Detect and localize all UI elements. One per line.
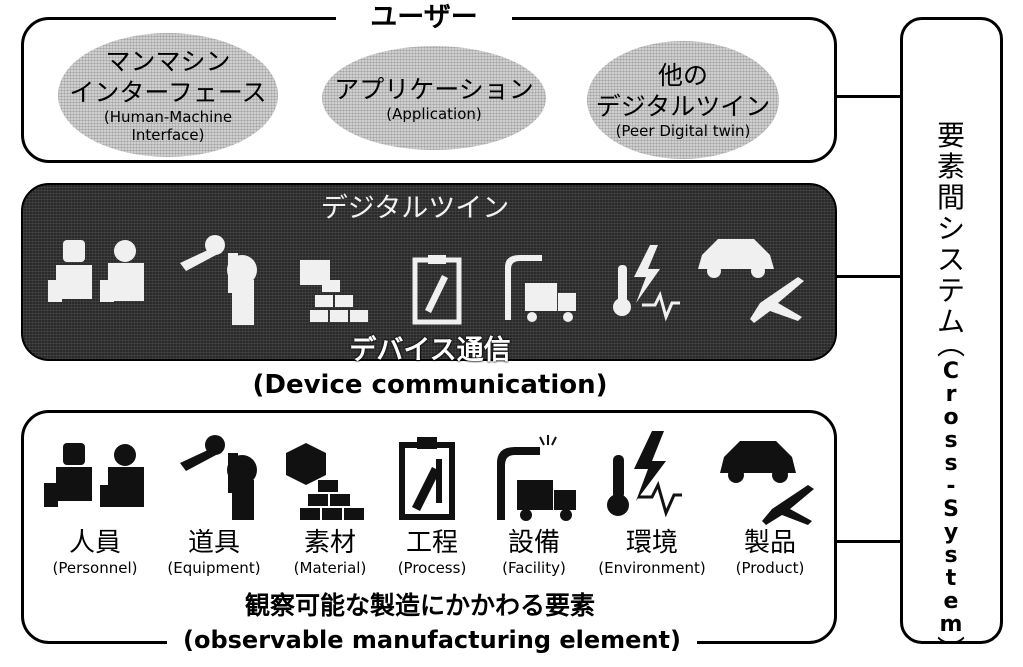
- digital-twin-icon-row: [48, 235, 804, 325]
- cross-system-jp-char: 間: [936, 181, 965, 214]
- peer-twin-label-jp-1: 他の: [657, 61, 708, 90]
- element-facility-en: (Facility): [502, 559, 566, 577]
- element-material: 素材 (Material): [280, 528, 380, 578]
- cross-system-en-char: t: [945, 566, 957, 591]
- digital-twin-title: デジタルツイン: [320, 193, 510, 224]
- device-communication-label-jp: デバイス通信: [349, 335, 511, 366]
- element-equipment-en: (Equipment): [167, 559, 261, 577]
- cross-system-jp-char: ム: [936, 305, 965, 338]
- facility-icon: [497, 435, 576, 521]
- environment-icon: [613, 245, 680, 322]
- application-label-en: (Application): [386, 104, 482, 123]
- element-product-jp: 製品: [743, 528, 796, 558]
- cross-system-en-char: m: [939, 612, 963, 637]
- cross-system-en-char: r: [945, 382, 957, 407]
- element-personnel-jp: 人員: [68, 528, 121, 558]
- hmi-label-jp-2: インターフェース: [69, 78, 267, 107]
- element-process-jp: 工程: [405, 528, 458, 558]
- application-ellipse: アプリケーション (Application): [322, 46, 546, 150]
- cross-system-close-paren: ︶: [936, 634, 965, 667]
- element-environment-jp: 環境: [625, 528, 678, 558]
- material-icon: [300, 260, 368, 322]
- element-product-en: (Product): [735, 559, 805, 577]
- product-icon: [698, 239, 804, 323]
- facility-icon: [505, 255, 576, 322]
- cross-system-jp-char: ス: [936, 243, 965, 276]
- cross-system-en-char: s: [944, 543, 958, 568]
- hmi-label-jp-1: マンマシン: [105, 47, 231, 76]
- hmi-label-en-2: Interface): [131, 126, 205, 144]
- cross-system-en-char: S: [943, 497, 959, 522]
- product-icon: [720, 441, 814, 525]
- clipboard-icon: [412, 255, 462, 325]
- environment-icon: [607, 431, 682, 518]
- elements-caption-jp: 観察可能な製造にかかわる要素: [244, 591, 595, 620]
- cross-system-jp-char: テ: [936, 274, 965, 307]
- digital-twin-box: [21, 183, 837, 361]
- user-box-title: ユーザー: [336, 3, 512, 33]
- cross-system-open-paren: ︵: [936, 328, 965, 361]
- connector-user: [837, 95, 901, 98]
- clipboard-icon: [399, 437, 455, 520]
- element-personnel: 人員 (Personnel): [40, 528, 150, 578]
- cross-system-en-char: s: [944, 451, 958, 476]
- peer-twin-label-jp-2: デジタルツイン: [595, 92, 771, 121]
- connector-digital-twin: [837, 275, 901, 278]
- material-icon: [286, 443, 364, 520]
- element-equipment-jp: 道具: [187, 528, 240, 558]
- connector-elements: [837, 540, 901, 543]
- cross-system-jp-char: 要: [936, 119, 965, 152]
- peer-twin-label-en: (Peer Digital twin): [615, 122, 751, 140]
- element-product: 製品 (Product): [718, 528, 822, 578]
- element-equipment: 道具 (Equipment): [154, 528, 274, 578]
- hmi-ellipse: マンマシン インターフェース (Human-Machine Interface): [58, 33, 278, 157]
- cross-system-jp-char: シ: [936, 212, 965, 245]
- element-personnel-en: (Personnel): [52, 559, 138, 577]
- robot-arm-icon: [180, 435, 257, 520]
- robot-arm-icon: [180, 235, 257, 325]
- cross-system-en-char: y: [943, 520, 959, 545]
- cross-system-en-char: o: [943, 405, 959, 430]
- personnel-icon: [44, 443, 144, 507]
- peer-twin-ellipse: 他の デジタルツイン (Peer Digital twin): [587, 41, 779, 159]
- cross-system-en-char: C: [942, 359, 960, 384]
- element-material-en: (Material): [293, 559, 367, 577]
- cross-system-box: [900, 17, 1003, 644]
- element-material-jp: 素材: [303, 528, 356, 558]
- element-environment-en: (Environment): [598, 559, 706, 577]
- hmi-label-en-1: (Human-Machine: [103, 108, 233, 126]
- cross-system-en-char: -: [946, 474, 956, 499]
- elements-icon-row: [44, 431, 814, 525]
- personnel-icon: [48, 240, 144, 302]
- element-process-en: (Process): [397, 559, 467, 577]
- device-communication-label-en: (Device communication): [252, 370, 608, 400]
- element-facility-jp: 設備: [507, 528, 560, 558]
- application-label-jp: アプリケーション: [334, 74, 534, 104]
- element-process: 工程 (Process): [384, 528, 480, 578]
- element-facility: 設備 (Facility): [486, 528, 582, 578]
- elements-caption-en: (observable manufacturing element): [167, 625, 697, 655]
- cross-system-jp-char: 素: [936, 150, 965, 183]
- cross-system-en-char: s: [944, 428, 958, 453]
- cross-system-en-char: e: [943, 589, 959, 614]
- element-environment: 環境 (Environment): [588, 528, 716, 578]
